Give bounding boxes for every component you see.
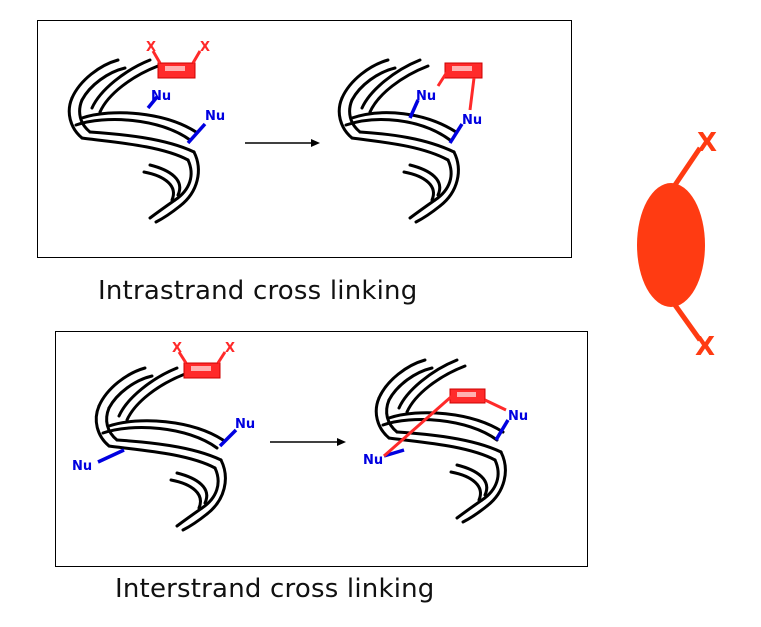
nucleophile-bond bbox=[146, 95, 159, 110]
nu-label: Nu bbox=[363, 453, 383, 468]
nu-label: Nu bbox=[72, 459, 92, 474]
leaving-group-label: X bbox=[200, 40, 210, 55]
nucleophile-bond bbox=[218, 428, 238, 448]
nucleophile-bond bbox=[97, 448, 125, 464]
nu-label: Nu bbox=[508, 409, 528, 424]
nu-label: Nu bbox=[151, 89, 171, 104]
reaction-arrow-icon bbox=[270, 438, 346, 446]
leaving-group-label: X bbox=[695, 332, 715, 362]
nu-label: Nu bbox=[205, 109, 225, 124]
dna-helix-icon bbox=[67, 58, 200, 224]
bifunctional-reagent-icon: X X bbox=[172, 341, 235, 379]
leaving-group-label: X bbox=[146, 40, 156, 55]
reaction-arrow-icon bbox=[245, 139, 320, 147]
nucleophile-bond bbox=[186, 122, 207, 145]
bifunctional-reagent-icon: X X bbox=[146, 40, 210, 79]
dna-helix-icon bbox=[337, 58, 460, 224]
bifunctional-agent-icon: X X bbox=[637, 128, 717, 362]
nu-label: Nu bbox=[416, 89, 436, 104]
dna-helix-icon bbox=[374, 358, 507, 524]
crosslink-reagent-icon bbox=[383, 388, 507, 458]
leaving-group-label: X bbox=[225, 341, 235, 356]
nucleophile-bond bbox=[494, 419, 510, 441]
nucleophile-bond bbox=[408, 99, 420, 119]
interstrand-caption: Interstrand cross linking bbox=[115, 574, 435, 604]
nu-label: Nu bbox=[462, 113, 482, 128]
dna-helix-icon bbox=[94, 366, 227, 532]
leaving-group-label: X bbox=[172, 341, 182, 356]
nucleophile-bond bbox=[448, 123, 464, 144]
nu-label: Nu bbox=[235, 417, 255, 432]
leaving-group-label: X bbox=[697, 128, 717, 158]
intrastrand-caption: Intrastrand cross linking bbox=[98, 276, 418, 306]
intrastrand-panel bbox=[37, 20, 572, 258]
crosslink-reagent-icon bbox=[436, 62, 483, 111]
